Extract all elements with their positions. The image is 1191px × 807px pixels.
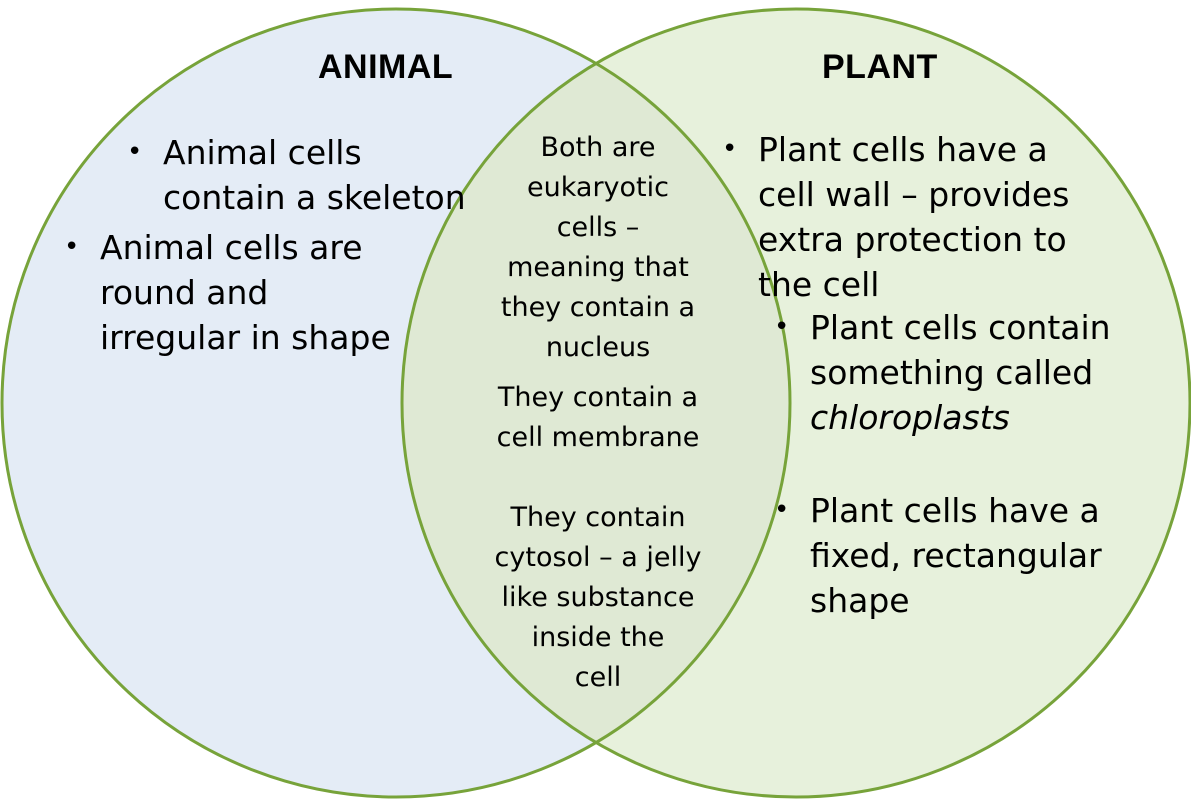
animal-bullet-2-line-2: round and bbox=[100, 273, 269, 312]
both-line: Both are bbox=[540, 132, 656, 163]
animal-bullet-2: • Animal cells are round and irregular i… bbox=[64, 225, 391, 360]
animal-bullet-1-line-1: Animal cells bbox=[163, 133, 362, 172]
plant-bullet-2-line-3: chloroplasts bbox=[810, 398, 1010, 437]
plant-title: PLANT bbox=[822, 48, 938, 86]
animal-bullet-1: • Animal cells contain a skeleton bbox=[127, 130, 466, 220]
both-line: inside the bbox=[531, 622, 665, 653]
plant-bullet-2: • Plant cells contain something called c… bbox=[774, 305, 1111, 440]
both-line: nucleus bbox=[545, 332, 651, 363]
both-line: They contain bbox=[510, 502, 686, 533]
plant-bullet-3-line-3: shape bbox=[810, 581, 910, 620]
both-paragraph-1: Both are eukaryotic cells – meaning that… bbox=[448, 128, 748, 368]
animal-circle-outline bbox=[0, 7, 792, 799]
both-line: they contain a bbox=[500, 292, 696, 323]
both-line: cell bbox=[574, 662, 622, 693]
both-line: eukaryotic bbox=[527, 172, 669, 203]
bullet-dot: • bbox=[722, 134, 738, 164]
bullet-dot: • bbox=[127, 137, 143, 167]
both-line: cells – bbox=[556, 212, 640, 243]
plant-bullet-3: • Plant cells have a fixed, rectangular … bbox=[774, 488, 1102, 623]
plant-bullet-3-line-2: fixed, rectangular bbox=[810, 536, 1102, 575]
animal-bullet-2-line-3: irregular in shape bbox=[100, 318, 391, 357]
both-line: cytosol – a jelly bbox=[494, 542, 702, 573]
animal-bullet-1-line-2: contain a skeleton bbox=[163, 178, 466, 217]
bullet-dot: • bbox=[774, 312, 790, 342]
both-line: like substance bbox=[501, 582, 695, 613]
both-paragraph-3: They contain cytosol – a jelly like subs… bbox=[448, 498, 748, 698]
both-line: They contain a bbox=[497, 382, 699, 413]
plant-bullet-1-line-3: extra protection to bbox=[758, 220, 1067, 259]
both-paragraph-2: They contain a cell membrane bbox=[448, 378, 748, 458]
both-line: cell membrane bbox=[496, 422, 700, 453]
plant-bullet-1-line-1: Plant cells have a bbox=[758, 130, 1048, 169]
plant-bullet-2-line-1: Plant cells contain bbox=[810, 308, 1111, 347]
plant-bullet-2-line-2: something called bbox=[810, 353, 1094, 392]
both-line: meaning that bbox=[507, 252, 689, 283]
plant-bullet-3-line-1: Plant cells have a bbox=[810, 491, 1100, 530]
animal-title: ANIMAL bbox=[318, 48, 454, 86]
bullet-dot: • bbox=[64, 232, 80, 262]
plant-bullet-1-line-2: cell wall – provides bbox=[758, 175, 1070, 214]
bullet-dot: • bbox=[774, 495, 790, 525]
animal-bullet-2-line-1: Animal cells are bbox=[100, 228, 363, 267]
plant-circle-outline bbox=[400, 7, 1191, 799]
plant-bullet-1-line-4: the cell bbox=[758, 265, 880, 304]
plant-bullet-1: • Plant cells have a cell wall – provide… bbox=[722, 127, 1070, 307]
